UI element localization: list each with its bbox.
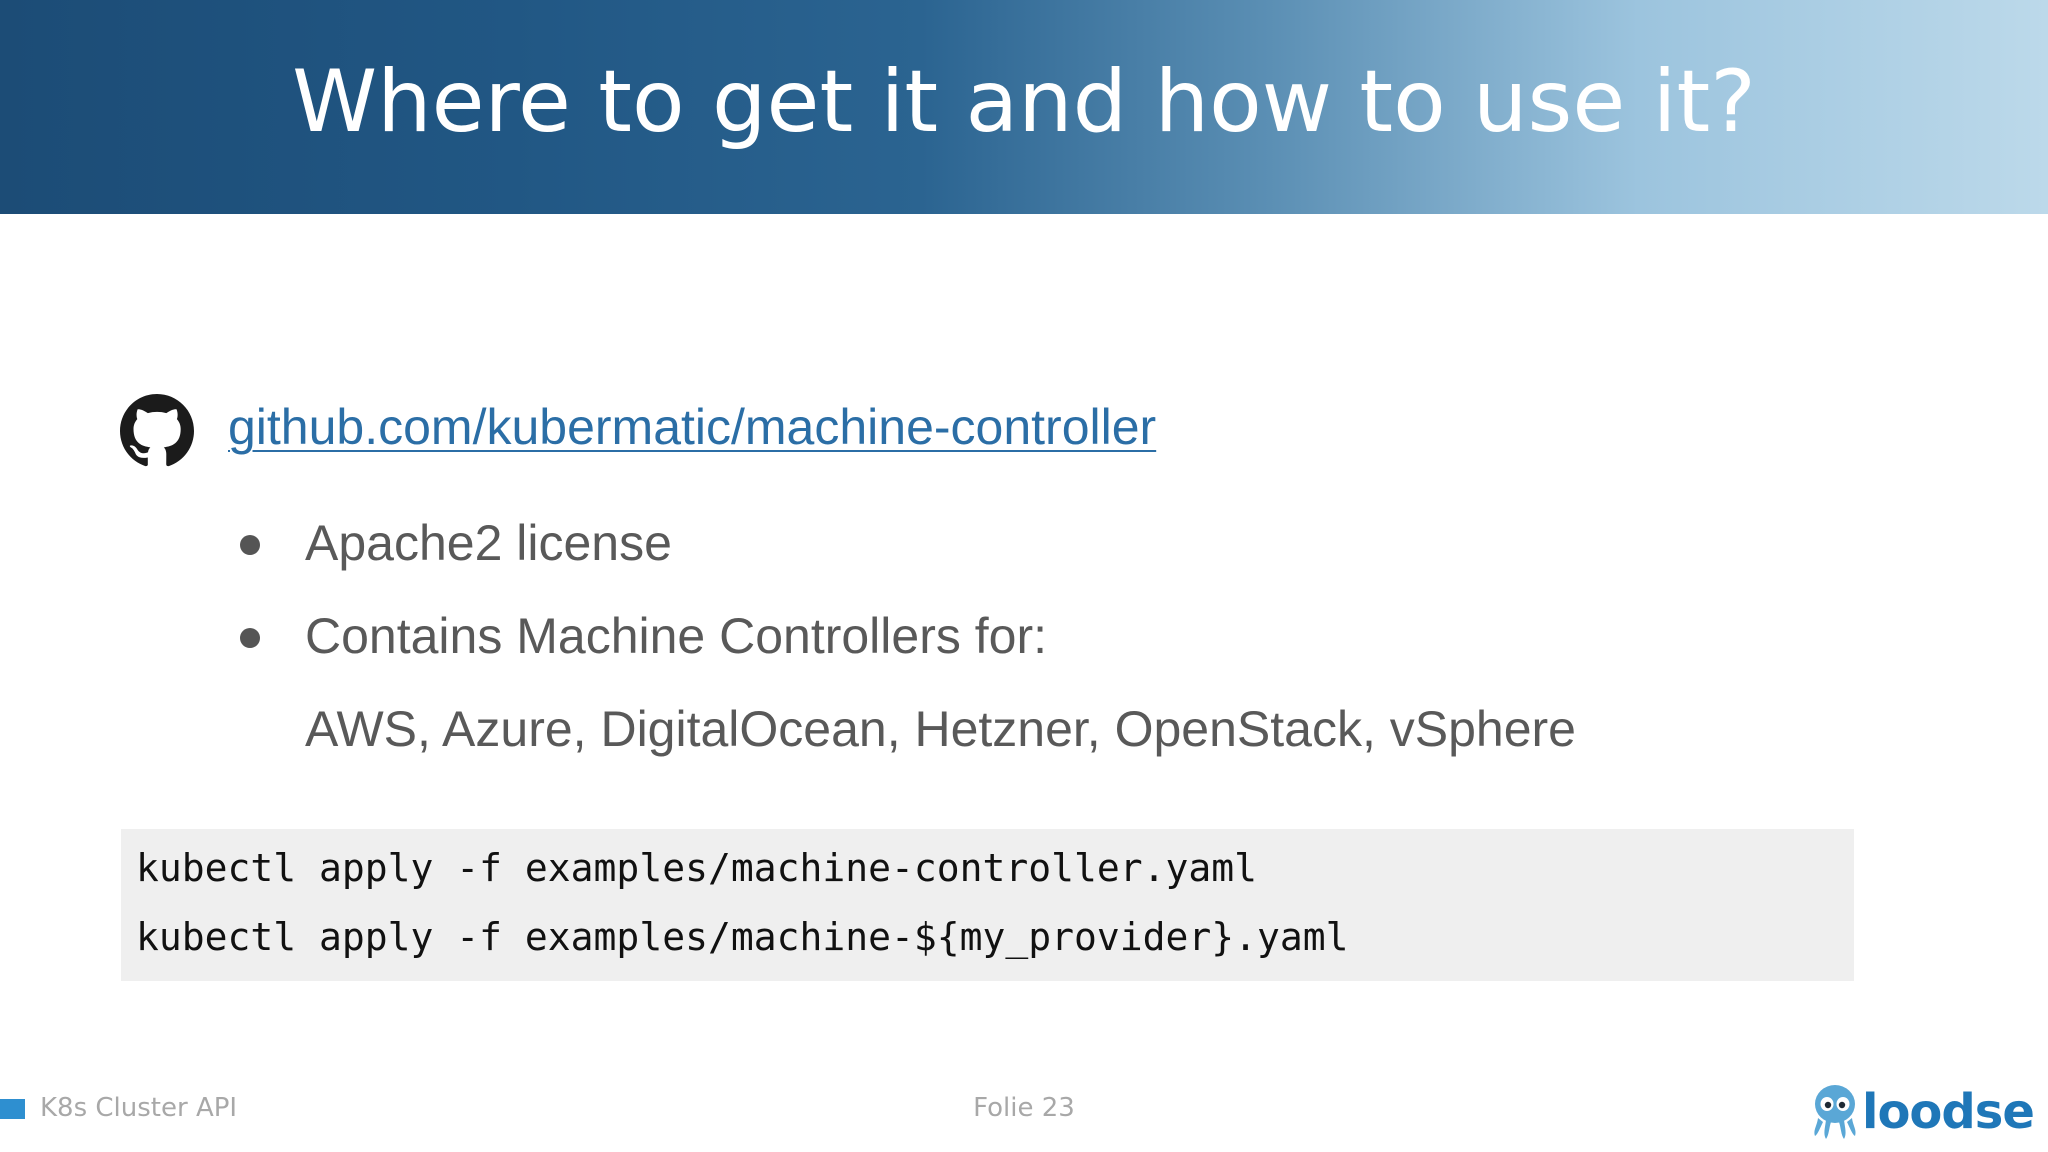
slide-title: Where to get it and how to use it? bbox=[292, 52, 1756, 152]
title-banner: Where to get it and how to use it? bbox=[0, 0, 2048, 214]
loodse-logo: loodse bbox=[1812, 1082, 2035, 1142]
logo-wordmark: loodse bbox=[1862, 1084, 2035, 1140]
bullet-dot bbox=[240, 628, 260, 648]
code-line: kubectl apply -f examples/machine-contro… bbox=[136, 846, 1258, 890]
bullet-controllers: Contains Machine Controllers for: bbox=[305, 608, 1047, 664]
bullet-license: Apache2 license bbox=[305, 515, 672, 571]
bullet-dot bbox=[240, 535, 260, 555]
github-icon bbox=[120, 394, 194, 467]
footer-accent-mark bbox=[0, 1099, 25, 1119]
code-block: kubectl apply -f examples/machine-contro… bbox=[121, 829, 1854, 981]
code-line: kubectl apply -f examples/machine-${my_p… bbox=[136, 915, 1349, 959]
providers-list: AWS, Azure, DigitalOcean, Hetzner, OpenS… bbox=[305, 701, 1576, 757]
footer-presentation-title: K8s Cluster API bbox=[40, 1093, 238, 1123]
github-repo-link[interactable]: github.com/kubermatic/machine-controller bbox=[228, 399, 1157, 455]
octopus-mascot-icon bbox=[1814, 1085, 1856, 1139]
footer-slide-number: Folie 23 bbox=[973, 1093, 1075, 1123]
